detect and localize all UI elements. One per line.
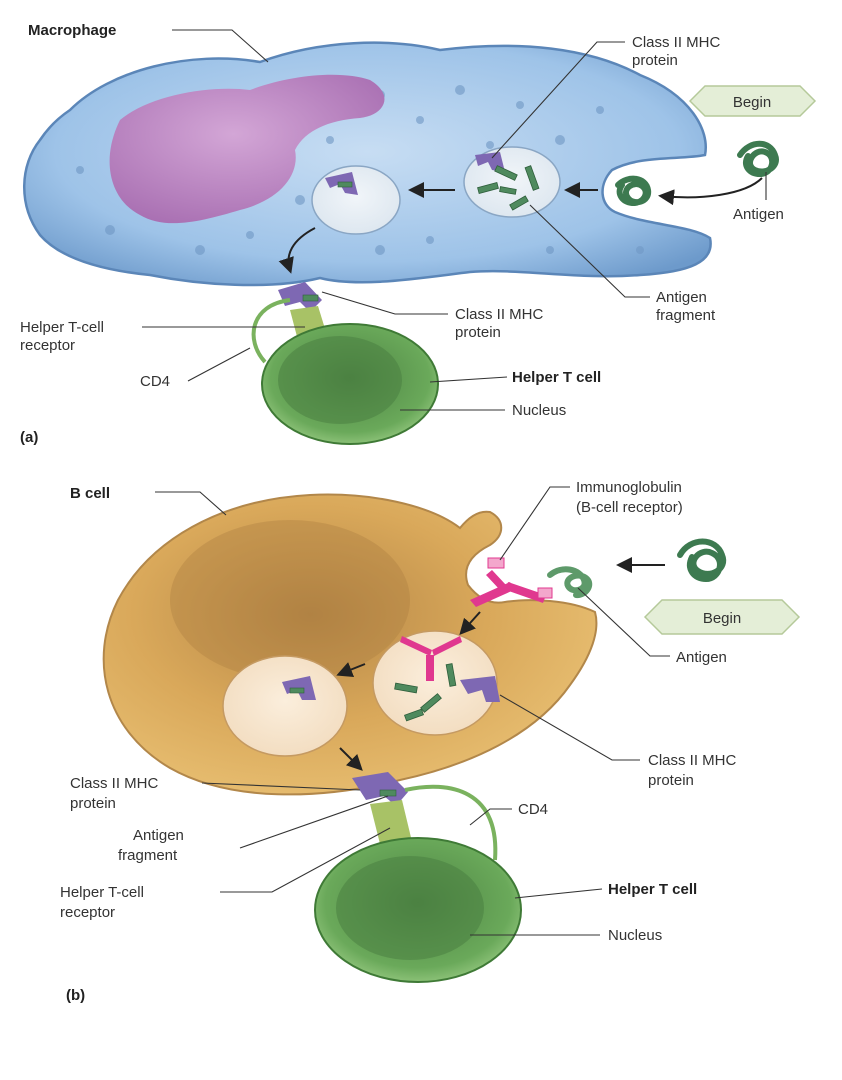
antigen-fragment-leader bbox=[529, 204, 650, 298]
antigen-label: Antigen bbox=[733, 206, 784, 223]
engulfed-antigen-icon bbox=[615, 175, 652, 206]
antigen-fragment-bound-b-icon bbox=[379, 789, 397, 797]
mhc-antigen-complex-b-icon bbox=[282, 676, 316, 700]
antigen-fragments-b-icon bbox=[394, 663, 457, 722]
antigen-icon bbox=[737, 140, 779, 178]
cd4-label-b: CD4 bbox=[518, 801, 548, 818]
bound-antigen-icon bbox=[547, 566, 593, 598]
class2-right-label-1: Class II MHC bbox=[648, 752, 737, 769]
antigen-fragment-label-2: fragment bbox=[656, 307, 716, 324]
free-antigen-icon bbox=[677, 538, 727, 583]
t-cell-nucleus bbox=[278, 336, 402, 424]
panel-a: Begin Macrophage Class II MHC protein An… bbox=[20, 22, 817, 446]
macrophage-label: Macrophage bbox=[28, 22, 116, 39]
antigen-leader-b bbox=[577, 587, 670, 657]
begin-badge-b bbox=[643, 599, 801, 635]
macrophage-leader bbox=[172, 29, 269, 63]
antigen-fragment-leader-b bbox=[239, 795, 389, 849]
helper-t-cell-label-b: Helper T cell bbox=[608, 881, 697, 898]
antigen-fragment-label-b-1: Antigen bbox=[133, 827, 184, 844]
mhc-in-vesicle-icon bbox=[460, 676, 500, 702]
class2-left-label-2: protein bbox=[70, 795, 116, 812]
t-cell-nucleus-b bbox=[336, 856, 484, 960]
phagosome-vesicle bbox=[463, 146, 561, 218]
cd4-label-a: CD4 bbox=[140, 373, 170, 390]
nucleus-label-a: Nucleus bbox=[512, 402, 566, 419]
helper-t-leader-a bbox=[429, 376, 508, 383]
panel-b-label: (b) bbox=[66, 987, 85, 1004]
class2-right-leader bbox=[499, 694, 640, 761]
cytoplasm-granules bbox=[76, 85, 644, 255]
mhc-vesicle-b bbox=[222, 655, 348, 757]
receptor-label-a-1: Helper T-cell bbox=[20, 319, 104, 336]
class2-mid-leader bbox=[321, 291, 448, 315]
class2-right-label-2: protein bbox=[648, 772, 694, 789]
begin-label-b: Begin bbox=[703, 610, 741, 627]
class2-top-label-2: protein bbox=[632, 52, 678, 69]
cd4-leader-a bbox=[187, 347, 251, 382]
receptor-leader-b bbox=[220, 827, 391, 893]
immunoglobulin-label-2: (B-cell receptor) bbox=[576, 499, 683, 516]
macrophage-nucleus bbox=[109, 74, 385, 224]
class2-top-leader bbox=[491, 41, 625, 159]
immunoglobulin-leader bbox=[499, 486, 570, 561]
antigen-fragment-label-b-2: fragment bbox=[118, 847, 178, 864]
b-cell-nucleus bbox=[170, 520, 410, 680]
class2-mid-label-2: protein bbox=[455, 324, 501, 341]
helper-t-cell-label-a: Helper T cell bbox=[512, 369, 601, 386]
begin-label: Begin bbox=[733, 94, 771, 111]
to-membrane-arrow-b bbox=[339, 747, 363, 771]
class2-left-leader bbox=[201, 782, 361, 791]
engulf-arrow bbox=[658, 177, 763, 206]
class2-top-label-1: Class II MHC bbox=[632, 34, 721, 51]
cd4-strand bbox=[251, 298, 291, 364]
mhc-membrane-protein-b-icon bbox=[352, 772, 408, 806]
internalize-arrow bbox=[459, 611, 481, 635]
cd4-strand-b bbox=[404, 784, 498, 861]
b-cell-label: B cell bbox=[70, 485, 110, 502]
begin-badge bbox=[688, 85, 817, 117]
cd4-leader-b bbox=[469, 808, 512, 826]
endosome-vesicle bbox=[372, 630, 498, 736]
b-cell-leader bbox=[155, 491, 227, 516]
helper-t-leader-b bbox=[514, 888, 603, 899]
mhc-loaded-vesicle bbox=[311, 165, 401, 235]
panel-b: Begin B cell Immunoglobulin (B-cell rece… bbox=[60, 479, 801, 1004]
receptor-label-a-2: receptor bbox=[20, 337, 75, 354]
immunoglobulin-receptor-icon bbox=[470, 557, 553, 607]
nucleus-label-b: Nucleus bbox=[608, 927, 662, 944]
panel-a-label: (a) bbox=[20, 429, 38, 446]
receptor-label-b-1: Helper T-cell bbox=[60, 884, 144, 901]
mhc-antigen-complex-icon bbox=[325, 172, 358, 195]
class2-left-label-1: Class II MHC bbox=[70, 775, 159, 792]
antigen-fragment-label-1: Antigen bbox=[656, 289, 707, 306]
vesicle-transfer-arrow-b bbox=[336, 662, 366, 677]
class2-mid-label-1: Class II MHC bbox=[455, 306, 544, 323]
receptor-label-b-2: receptor bbox=[60, 904, 115, 921]
antigen-label-b: Antigen bbox=[676, 649, 727, 666]
immunoglobulin-in-vesicle-icon bbox=[400, 636, 462, 681]
immunoglobulin-label-1: Immunoglobulin bbox=[576, 479, 682, 496]
antigen-fragments-icon bbox=[477, 165, 540, 211]
mhc-membrane-protein-icon bbox=[278, 282, 322, 312]
antigen-fragment-bound-icon bbox=[302, 294, 319, 302]
to-membrane-arrow bbox=[278, 227, 316, 274]
